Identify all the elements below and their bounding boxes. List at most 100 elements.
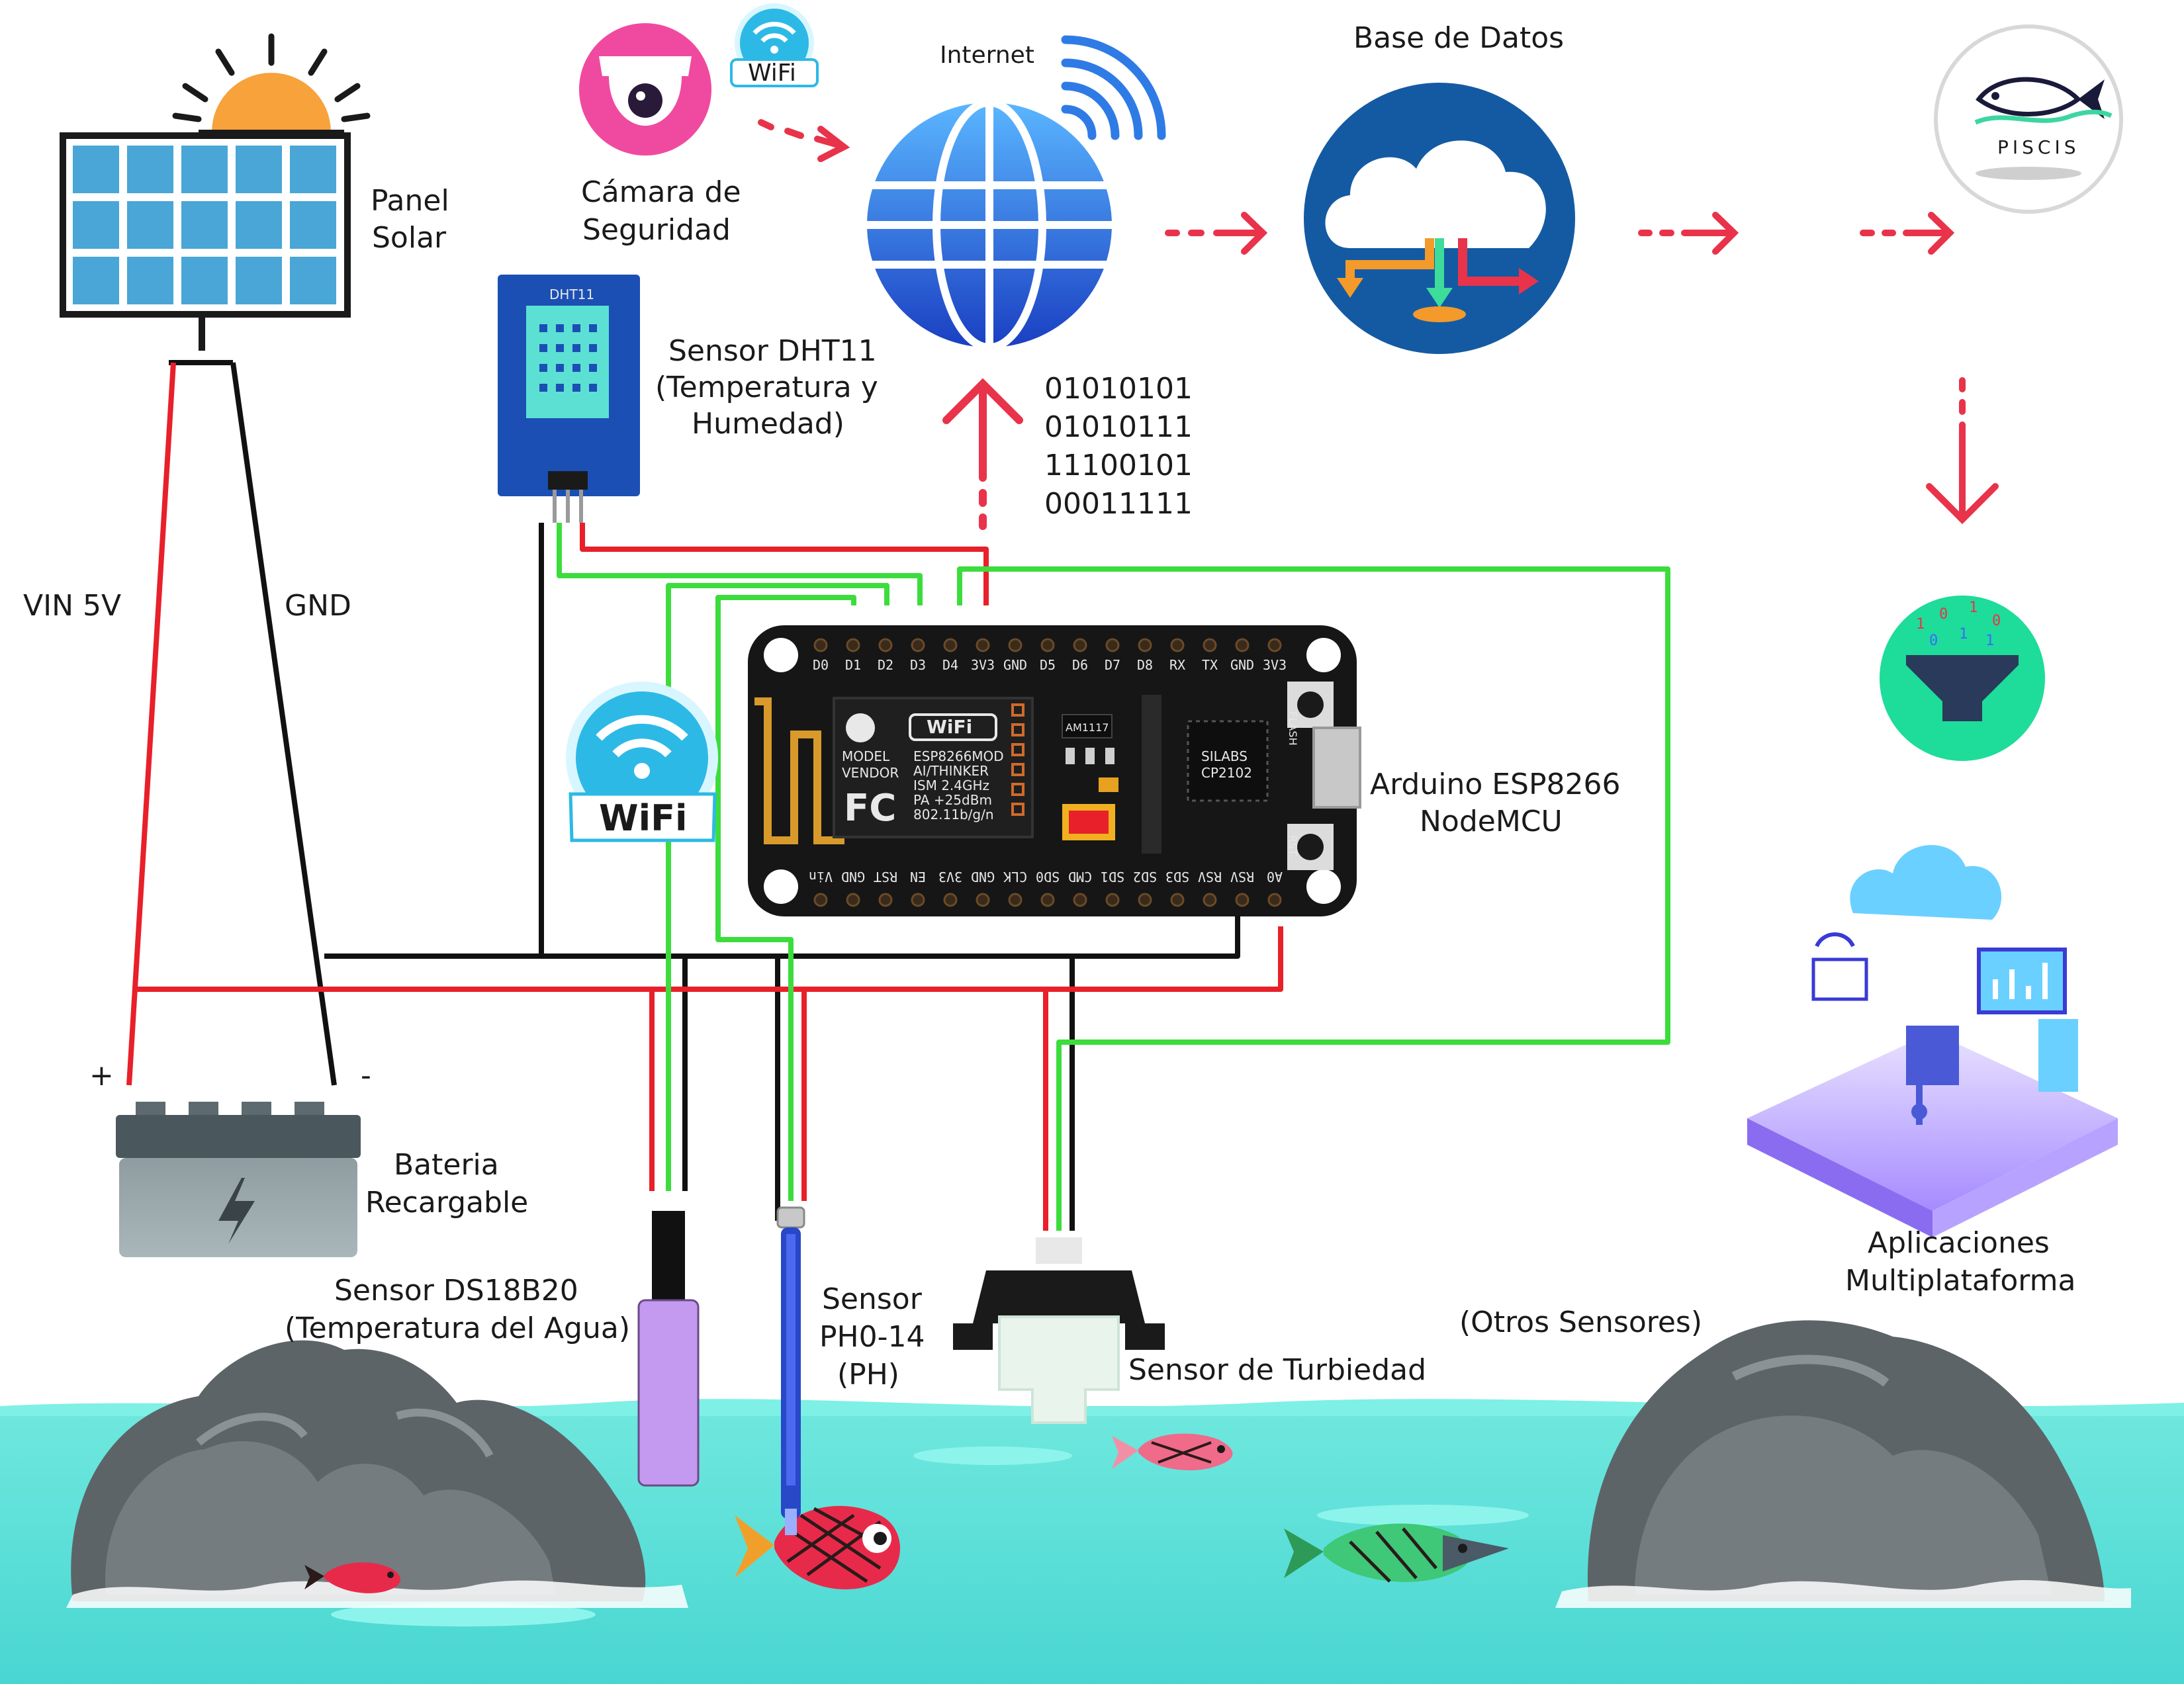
globe-icon [867,35,1166,351]
bottom-pin-label: RST [874,869,897,885]
arrow-internet-database [1165,212,1268,255]
bottom-pin-label: CMD [1068,869,1092,885]
top-pin [846,638,860,652]
arduino-label-2: NodeMCU [1420,805,1563,838]
piscis-logo-icon: PISCIS [1934,24,2123,214]
internet-label: Internet [940,42,1034,69]
rock-icon-right [1555,1320,2131,1608]
solar-cell [181,257,228,304]
bottom-pin [976,893,990,907]
wifi-badge-text: WiFi [748,60,796,87]
top-pin-label: TX [1202,657,1218,673]
ds18b20-label-2: (Temperatura del Agua) [285,1311,630,1345]
dht11-label-3: Humedad) [692,407,844,441]
solar-cell [127,201,173,249]
cloud-database-icon [1304,83,1575,354]
board-wifi-badge: WiFi [927,716,972,738]
solar-cell [127,146,173,193]
fish-icon [1284,1523,1509,1583]
board-wifi-text: WiFi [599,797,687,839]
wires [126,360,1670,1231]
bottom-pin-label: SD1 [1101,869,1124,885]
arduino-label-1: Arduino ESP8266 [1370,768,1621,801]
binary-line-2: 01010111 [1044,410,1193,444]
piscis-text: PISCIS [1997,136,2080,158]
solar-cell [73,257,119,304]
bottom-pin-label: GND [971,869,995,885]
solar-cell [127,257,173,304]
battery-label-1: Bateria [394,1148,499,1182]
solar-panel-label-1: Panel [371,184,449,218]
bottom-pin-label: Vin [809,869,833,885]
bottom-pin [1203,893,1217,907]
top-pin [976,638,990,652]
bottom-pin [911,893,925,907]
board-model: MODEL [842,748,890,764]
top-pin [1040,638,1055,652]
wifi-icon: WiFi [730,3,819,87]
top-pin-label: GND [1003,657,1027,673]
board-fcc: FC [844,787,896,830]
top-pin [1267,638,1282,652]
board-rst-label: RST [1287,835,1299,856]
binary-line-1: 01010101 [1044,372,1193,406]
bottom-pin [1073,893,1087,907]
board-regulator: AM1117 [1066,721,1109,734]
top-pin-label: D2 [878,657,893,673]
top-pin-label: D8 [1137,657,1153,673]
board-module-1: ESP8266MOD [913,748,1004,764]
solar-cell [236,257,282,304]
apps-label-1: Aplicaciones [1868,1226,2050,1260]
dht11-label-1: Sensor DHT11 [668,334,877,368]
ph-label-2: PH0-14 [819,1320,925,1354]
arrow-board-internet [942,378,1023,530]
battery-plus: + [89,1059,114,1092]
ph-label-1: Sensor [822,1282,923,1316]
svg-text:0: 0 [1992,613,2001,629]
workstation-icon [1747,845,2118,1237]
battery-minus: - [361,1059,371,1092]
top-pin-label: D6 [1072,657,1088,673]
top-pin-label: RX [1169,657,1185,673]
wifi-icon: WiFi [566,682,718,842]
binary-line-3: 11100101 [1044,449,1193,482]
other-sensors-label: (Otros Sensores) [1459,1306,1702,1339]
bottom-pin-label: SD3 [1165,869,1189,885]
solar-cell [236,201,282,249]
bottom-pin-label: 3V3 [938,869,962,885]
svg-text:1: 1 [1916,616,1925,633]
top-pin [943,638,958,652]
board-flash-label: FLASH [1287,711,1299,746]
solar-cell [290,257,336,304]
top-pin-label: 3V3 [1263,657,1287,673]
top-pin [1138,638,1152,652]
fish-icon [304,1562,400,1593]
top-pin-label: 3V3 [971,657,995,673]
bottom-pin [1235,893,1250,907]
dht11-module-text: DHT11 [549,287,594,302]
bottom-pin [1170,893,1185,907]
bottom-pin-label: RSV [1198,869,1222,885]
bottom-pin-label: RSV [1230,869,1254,885]
vin-label: VIN 5V [23,589,121,623]
camera-icon [579,23,711,155]
ph-sensor-icon [776,1206,805,1535]
bottom-pin [1138,893,1152,907]
solar-cell [73,201,119,249]
svg-text:1: 1 [1985,633,1994,649]
turbidity-label: Sensor de Turbiedad [1128,1353,1426,1387]
database-label: Base de Datos [1353,21,1564,55]
board-usb-chip-2: CP2102 [1201,765,1252,781]
apps-label-2: Multiplataforma [1845,1264,2075,1298]
ph-label-3: (PH) [837,1358,899,1392]
svg-text:1: 1 [1969,599,1978,616]
board-module-4: PA +25dBm [913,792,992,808]
solar-cell [73,146,119,193]
board-module-5: 802.11b/g/n [913,807,994,822]
solar-cell [290,146,336,193]
